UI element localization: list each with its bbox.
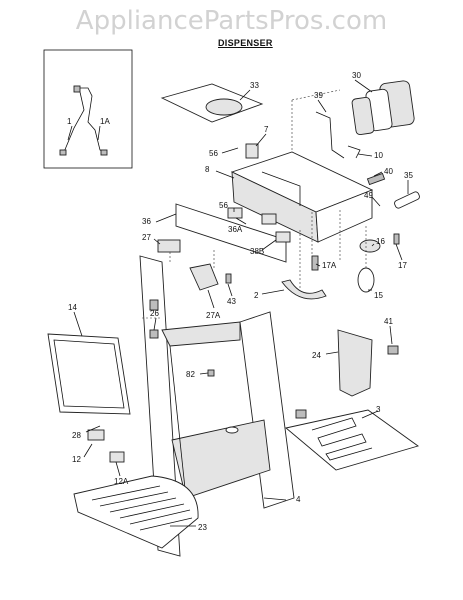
callout-40: 40 — [384, 167, 393, 176]
assembly-guide-lines — [140, 89, 367, 319]
callout-7: 7 — [264, 125, 269, 134]
callout-33: 33 — [250, 81, 259, 90]
callout-17a: 17A — [322, 261, 337, 270]
part-16-15-funnel-parts — [281, 233, 400, 300]
part-33-top-plate — [160, 83, 264, 123]
callout-12: 12 — [72, 455, 81, 464]
part-12-clip — [87, 429, 105, 441]
callout-36a: 36A — [228, 225, 243, 234]
callout-23: 23 — [198, 523, 207, 532]
callout-10: 10 — [374, 151, 383, 160]
wire-harness-inset — [43, 49, 133, 169]
callout-leaders — [67, 79, 409, 527]
part-43-screw — [225, 273, 232, 284]
part-14-door-panel — [47, 333, 131, 415]
callout-27a: 27A — [206, 311, 221, 320]
callout-43: 43 — [227, 297, 236, 306]
callout-30: 30 — [352, 71, 361, 80]
part-23-drip-tray — [73, 475, 199, 549]
part-3-heater-pad — [285, 409, 420, 471]
callout-14: 14 — [68, 303, 77, 312]
part-30-solenoid-assembly — [315, 80, 420, 209]
callout-4: 4 — [296, 495, 301, 504]
part-36-control-panel — [175, 203, 291, 263]
callout-41: 41 — [384, 317, 393, 326]
callout-12a: 12A — [114, 477, 129, 486]
callout-1: 1 — [67, 117, 72, 126]
part-27a-lever — [189, 263, 219, 291]
part-27-latch — [157, 239, 181, 253]
part-12a-clip — [109, 451, 125, 463]
callout-15: 15 — [374, 291, 383, 300]
callout-labels: 1 1A 33 30 39 7 56 10 40 35 8 49 36 56 3… — [67, 71, 413, 532]
part-8-dispenser-housing — [230, 151, 374, 243]
callout-56a: 56 — [209, 149, 218, 158]
callout-36: 36 — [142, 217, 151, 226]
callout-2: 2 — [254, 291, 259, 300]
callout-1a: 1A — [100, 117, 110, 126]
callout-35: 35 — [404, 171, 413, 180]
callout-24: 24 — [312, 351, 321, 360]
callout-8: 8 — [205, 165, 210, 174]
part-24-dispenser-arm — [337, 329, 399, 397]
watermark: AppliancePartsPros.com — [75, 6, 388, 36]
callout-3: 3 — [376, 405, 381, 414]
callout-27: 27 — [142, 233, 151, 242]
callout-17: 17 — [398, 261, 407, 270]
callout-28: 28 — [72, 431, 81, 440]
section-title: DISPENSER — [218, 38, 273, 48]
callout-26: 26 — [150, 309, 159, 318]
callout-49: 49 — [364, 191, 373, 200]
part-7-bracket — [245, 143, 259, 159]
callout-82: 82 — [186, 370, 195, 379]
callout-16: 16 — [376, 237, 385, 246]
callout-56b: 56 — [219, 201, 228, 210]
callout-38b: 38B — [250, 247, 264, 256]
callout-39: 39 — [314, 91, 323, 100]
